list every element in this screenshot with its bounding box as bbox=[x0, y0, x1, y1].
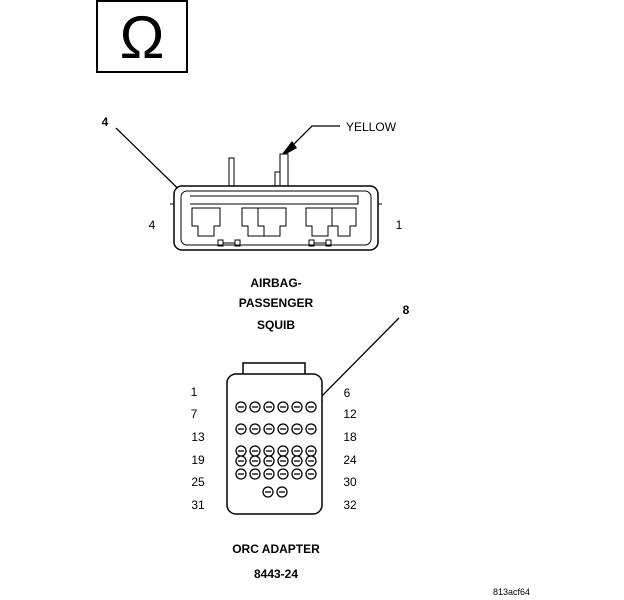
squib-terminals bbox=[191, 207, 357, 237]
callout-number-connector: 4 bbox=[102, 115, 109, 129]
adapter-title-text: ORC ADAPTER bbox=[232, 542, 320, 556]
ohm-icon: Ω bbox=[120, 4, 165, 71]
adapter-title: ORC ADAPTER 8443-24 bbox=[232, 542, 320, 581]
adapter-row-label-right: 32 bbox=[343, 498, 357, 512]
adapter-pin-grid bbox=[235, 401, 317, 498]
adapter-right-labels: 6 12 18 24 30 32 bbox=[343, 386, 357, 512]
shorting-bars bbox=[217, 239, 332, 247]
adapter-row-label-right: 18 bbox=[343, 430, 357, 444]
adapter-row-label-left: 25 bbox=[191, 475, 205, 489]
adapter-row-label-left: 31 bbox=[191, 498, 205, 512]
wire-callout-leader bbox=[285, 125, 340, 153]
adapter-row-label-right: 24 bbox=[343, 453, 357, 467]
squib-title-line-3: SQUIB bbox=[257, 318, 295, 332]
adapter-left-labels: 1 7 13 19 25 31 bbox=[191, 385, 205, 512]
callout-8-group: 8 bbox=[313, 303, 410, 405]
squib-title-line-2: PASSENGER bbox=[239, 296, 314, 310]
adapter-row-label-right: 30 bbox=[343, 475, 357, 489]
squib-pin-left: 4 bbox=[149, 218, 156, 232]
callout-arrow-adapter bbox=[313, 317, 400, 405]
callout-number-adapter: 8 bbox=[403, 303, 410, 317]
adapter-tool-number: 8443-24 bbox=[254, 567, 298, 581]
figure-id: 813acf64 bbox=[493, 587, 530, 597]
ohmmeter-symbol: Ω bbox=[96, 0, 188, 73]
wire-color-label: YELLOW bbox=[346, 120, 397, 134]
adapter-row-label-right: 6 bbox=[344, 386, 351, 400]
adapter-row-label-left: 19 bbox=[191, 453, 205, 467]
wire-color-callout: YELLOW bbox=[279, 120, 397, 158]
squib-title: AIRBAG- PASSENGER SQUIB bbox=[239, 276, 314, 332]
adapter-row-label-left: 1 bbox=[191, 385, 198, 399]
squib-connector: 4 1 bbox=[149, 153, 403, 251]
orc-adapter: 1 7 13 19 25 31 6 12 18 24 30 32 bbox=[191, 362, 357, 515]
adapter-row-label-right: 12 bbox=[343, 407, 357, 421]
squib-title-line-1: AIRBAG- bbox=[250, 276, 301, 290]
adapter-row-label-left: 7 bbox=[191, 407, 198, 421]
squib-pin-right: 1 bbox=[396, 218, 403, 232]
adapter-row-label-left: 13 bbox=[191, 430, 205, 444]
